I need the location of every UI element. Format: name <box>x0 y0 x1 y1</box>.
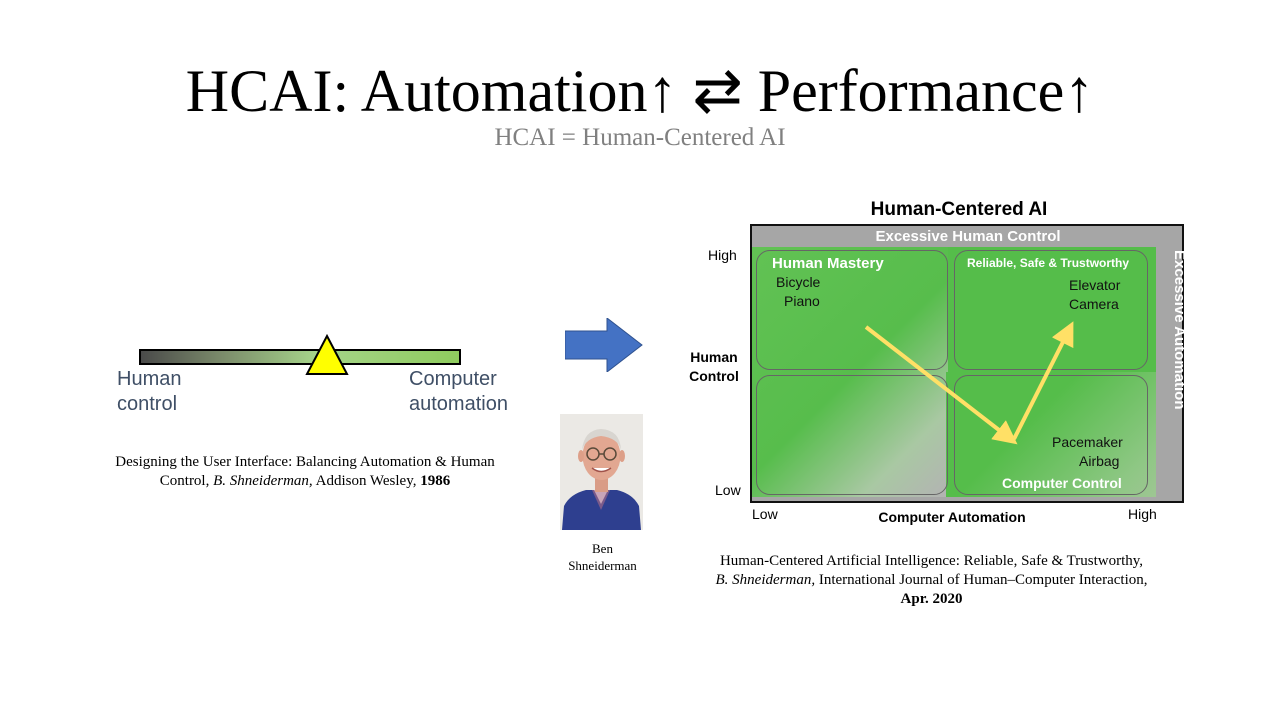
slide-title: HCAI: Automation↑ ⇄ Performance↑ <box>185 58 1095 124</box>
green-region-top-right <box>948 247 1156 372</box>
human-control-line2: control <box>117 393 178 415</box>
citation-1986-author: B. Shneiderman, <box>213 473 313 489</box>
citation-1986-publisher: Addison Wesley, <box>312 473 421 489</box>
excessive-automation-band: Excessive Automation <box>1171 250 1188 410</box>
citation-2020-date: Apr. 2020 <box>900 591 963 607</box>
citation-1986-year: 1986 <box>420 473 451 489</box>
human-control-line1: Human <box>117 368 182 390</box>
citation-2020: Human-Centered Artificial Intelligence: … <box>670 552 1193 609</box>
quadrant-item: Elevator <box>1069 277 1121 293</box>
quadrant-item: Bicycle <box>776 274 821 290</box>
photo-caption: Ben Shneiderman <box>555 540 650 574</box>
citation-1986-text: Designing the User Interface: Balancing … <box>115 454 495 489</box>
ben-shneiderman-photo <box>560 414 643 530</box>
citation-2020-author: B. Shneiderman, <box>715 572 816 588</box>
quadrant-item: Pacemaker <box>1052 434 1123 450</box>
citation-2020-title: Human-Centered Artificial Intelligence: … <box>719 553 1144 569</box>
computer-automation-label: Computer automation <box>409 367 529 417</box>
arrow-to-reliable-safe <box>1012 321 1074 440</box>
quadrant-human-mastery: Human Mastery Bicycle Piano <box>756 250 948 370</box>
green-region-bottom-right <box>946 372 1156 497</box>
fulcrum-triangle-icon <box>305 334 349 375</box>
quadrant-title-computer-control: Computer Control <box>1002 475 1122 491</box>
photo-caption-line1: Ben <box>592 541 613 556</box>
balance-bar <box>139 349 461 365</box>
computer-automation-line1: Computer <box>409 368 497 390</box>
y-axis-title-line1: Human <box>690 349 738 365</box>
computer-automation-line2: automation <box>409 393 508 415</box>
x-axis-low-label: Low <box>752 506 778 522</box>
slide-subtitle: HCAI = Human-Centered AI <box>494 124 786 151</box>
figure-title: Human-Centered AI <box>870 199 1048 220</box>
quadrant-computer-control: Pacemaker Airbag Computer Control <box>954 375 1148 495</box>
quadrant-item: Piano <box>784 293 820 309</box>
excessive-automation-label: Excessive Automation <box>1171 250 1188 410</box>
quadrant-item: Airbag <box>1079 453 1120 469</box>
photo-caption-line2: Shneiderman <box>568 558 637 573</box>
right-arrow-icon <box>565 318 643 372</box>
x-axis-high-label: High <box>1128 506 1157 522</box>
y-axis-title-line2: Control <box>689 368 739 384</box>
citation-2020-line2: B. Shneiderman, International Journal of… <box>670 571 1193 590</box>
transition-arrows <box>864 321 1074 445</box>
human-control-label: Human control <box>117 367 237 417</box>
citation-1986: Designing the User Interface: Balancing … <box>100 453 510 491</box>
quadrant-title-reliable: Reliable, Safe & Trustworthy <box>967 256 1130 270</box>
citation-2020-journal: International Journal of Human–Computer … <box>815 572 1148 588</box>
quadrant-title-human-mastery: Human Mastery <box>772 255 884 272</box>
y-axis-title: Human Control <box>682 348 746 386</box>
arrow-to-computer-control <box>864 325 1018 445</box>
y-axis-high-label: High <box>708 247 737 263</box>
y-axis-low-label: Low <box>715 482 741 498</box>
x-axis-title: Computer Automation <box>878 509 1026 525</box>
quadrant-item: Camera <box>1069 296 1119 312</box>
excessive-human-control-band: Excessive Human Control <box>875 228 1061 245</box>
citation-2020-line3: Apr. 2020 <box>670 590 1193 609</box>
quadrant-empty <box>756 375 948 495</box>
